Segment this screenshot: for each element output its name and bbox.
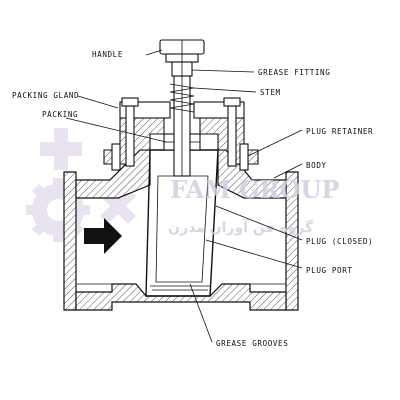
- label-packing: PACKING: [42, 110, 78, 119]
- packing-rings: [163, 133, 201, 151]
- label-body: BODY: [306, 161, 327, 170]
- label-grease-fitting: GREASE FITTING: [258, 68, 330, 77]
- leader-lines: [65, 49, 303, 343]
- label-packing-gland: PACKING GLAND: [12, 91, 79, 100]
- valve-body: [63, 149, 299, 311]
- label-grease-grooves: GREASE GROOVES: [216, 339, 288, 348]
- packing-gland: [103, 97, 259, 171]
- label-plug-retainer: PLUG RETAINER: [306, 127, 373, 136]
- gland-bolts: [111, 97, 249, 171]
- handle: [159, 39, 205, 77]
- watermark-latin: FAM GROUP: [170, 175, 340, 204]
- label-plug-port: PLUG PORT: [306, 266, 353, 275]
- watermark-persian: گروه فن آوران مدرن: [168, 218, 314, 236]
- label-stem: STEM: [260, 88, 281, 97]
- label-handle: HANDLE: [92, 50, 123, 59]
- label-plug-closed: PLUG (CLOSED): [306, 237, 373, 246]
- stem: [169, 75, 195, 177]
- flow-arrow-icon: [84, 218, 122, 254]
